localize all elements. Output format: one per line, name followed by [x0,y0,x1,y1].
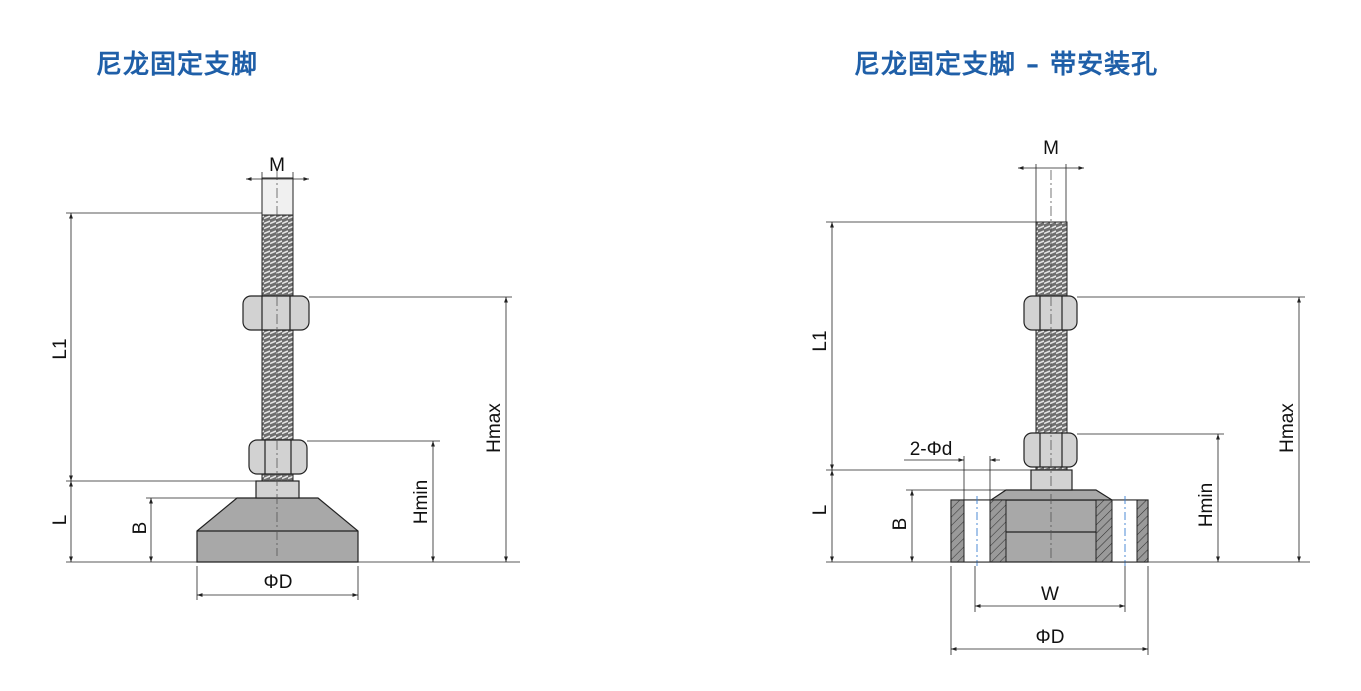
left-label-hmax: Hmax [484,403,505,453]
right-label-w: W [1041,584,1059,605]
right-hatch-right-outer [1136,499,1149,563]
right-label-l: L [810,505,831,516]
right-thread [1035,221,1068,471]
right-lower-nut [1023,432,1078,468]
left-dimension-lines [69,177,508,597]
left-title: 尼龙固定支脚 [96,50,259,80]
right-hole-right [1111,499,1138,563]
left-label-d: ΦD [264,572,293,593]
right-hatch-right-inner [1095,499,1113,563]
left-label-m: M [269,155,285,176]
left-upper-nut [242,295,310,331]
left-drawing: M L1 L B Hmin Hmax ΦD [50,155,520,600]
right-label-m: M [1043,138,1059,159]
right-title: 尼龙固定支脚 – 带安装孔 [854,50,1159,80]
right-label-hmin: Hmin [1196,483,1217,527]
left-label-hmin: Hmin [411,480,432,524]
right-collar [1030,469,1073,491]
right-foot-part [950,170,1149,566]
left-thread [261,214,294,482]
right-label-hole: 2-Φd [910,439,953,460]
right-label-b: B [890,518,911,531]
left-lower-nut [248,439,308,475]
left-label-l1: L1 [50,338,71,359]
right-label-hmax: Hmax [1277,403,1298,453]
left-foot-part [196,170,359,563]
right-dimension-lines [830,166,1301,651]
left-label-l: L [50,515,71,526]
right-extension-lines [826,164,1310,655]
right-hatch-left-inner [989,499,1007,563]
left-collar [255,480,300,499]
right-label-d: ΦD [1036,627,1065,648]
left-label-b: B [130,522,151,535]
left-base [196,497,359,563]
right-label-l1: L1 [810,330,831,351]
right-hatch-left-outer [950,499,965,563]
right-upper-nut [1023,295,1078,331]
right-drawing: M L1 L B Hmin Hmax 2-Φd W ΦD [810,138,1310,655]
